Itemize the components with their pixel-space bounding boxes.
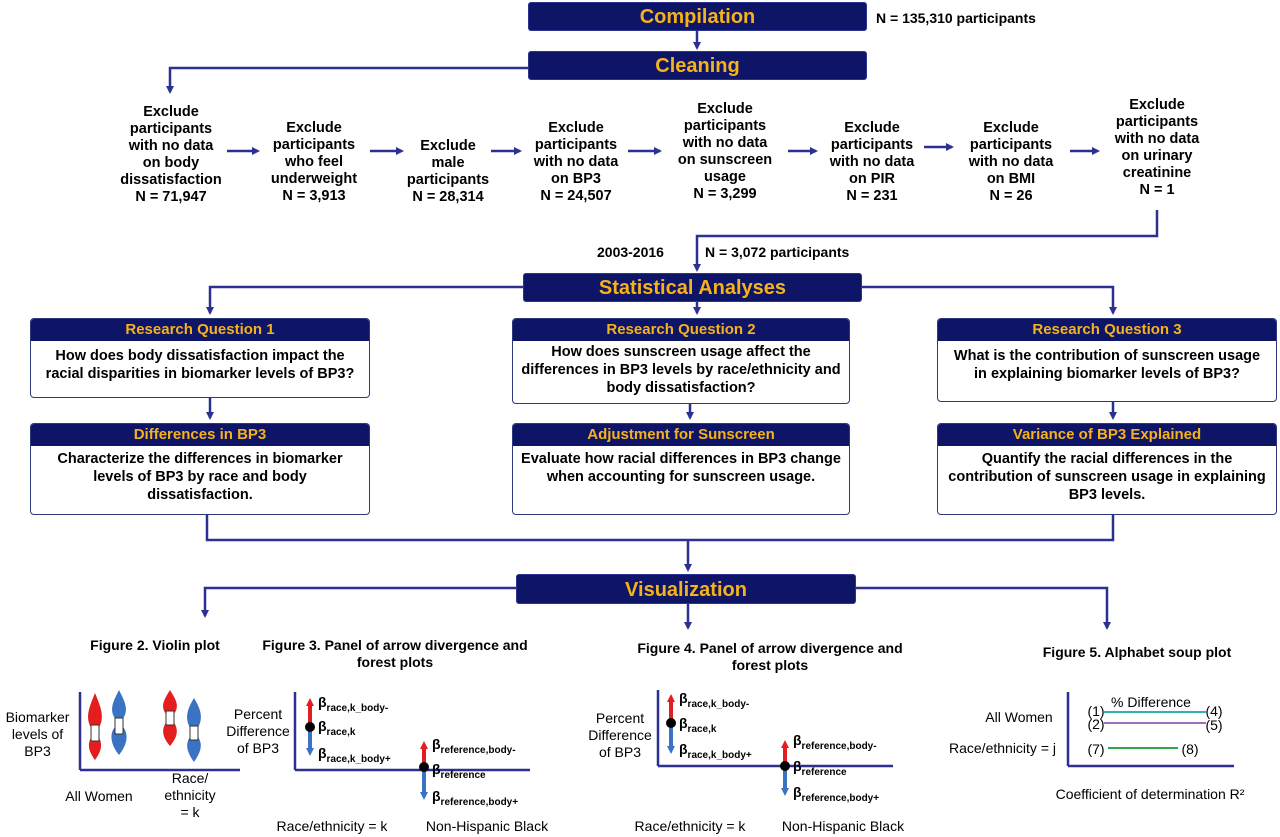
fig5-marker-7: (7) — [1087, 741, 1105, 757]
method3-text: Quantify the racial differences in the c… — [948, 451, 1266, 503]
research-question-3: Research Question 3 What is the contribu… — [937, 318, 1277, 402]
figure4-title: Figure 4. Panel of arrow divergence and … — [637, 640, 903, 673]
method-box-3: Variance of BP3 Explained Quantify the r… — [937, 423, 1277, 515]
fig5-row2: Race/ethnicity = j — [949, 740, 1056, 756]
fig2-x1: All Women — [65, 788, 133, 804]
rq2-question: How does sunscreen usage affect the diff… — [521, 344, 841, 396]
statistical-analyses-banner: Statistical Analyses — [523, 273, 862, 302]
figure2-title: Figure 2. Violin plot — [90, 637, 220, 653]
fig4-beta-ref-plus: βreference,body+ — [793, 784, 880, 804]
fig2-violin-plot — [78, 690, 240, 772]
fig4-beta-race-plus: βrace,k_body+ — [679, 741, 752, 761]
fig3-beta-ref-plus: βreference,body+ — [432, 788, 519, 808]
fig3-beta-race-minus: βrace,k_body- — [318, 694, 389, 714]
fig2-x2: Race/ ethnicity = k — [164, 770, 216, 820]
fig3-beta-ref-minus: βreference,body- — [432, 736, 516, 756]
fig4-x2: Non-Hispanic Black — [781, 818, 905, 834]
figure3-title: Figure 3. Panel of arrow divergence and … — [262, 637, 528, 670]
rq2-title: Research Question 2 — [513, 319, 849, 341]
fig4-beta-race-minus: βrace,k_body- — [679, 690, 750, 710]
method2-text: Evaluate how racial differences in BP3 c… — [521, 451, 841, 485]
method-box-2: Adjustment for Sunscreen Evaluate how ra… — [512, 423, 850, 515]
cleaning-banner: Cleaning — [528, 51, 867, 80]
compilation-banner: Compilation — [528, 2, 867, 31]
fig5-row1: All Women — [985, 709, 1053, 725]
method2-title: Adjustment for Sunscreen — [513, 424, 849, 446]
fig5-header: % Difference — [1111, 694, 1191, 710]
fig5-soup-plot — [1066, 692, 1234, 768]
fig3-ylabel: Percent Difference of BP3 — [226, 706, 290, 756]
fig5-marker-8: (8) — [1181, 741, 1199, 757]
research-question-1: Research Question 1 How does body dissat… — [30, 318, 370, 398]
fig4-beta-ref: βreference — [793, 758, 847, 778]
rq1-title: Research Question 1 — [31, 319, 369, 341]
research-question-2: Research Question 2 How does sunscreen u… — [512, 318, 850, 404]
fig2-ylabel: Biomarker levels of BP3 — [5, 709, 70, 759]
method1-text: Characterize the differences in biomarke… — [57, 451, 343, 503]
fig4-arrow-plot — [656, 690, 893, 796]
compilation-count: N = 135,310 participants — [876, 10, 1036, 26]
method3-title: Variance of BP3 Explained — [938, 424, 1276, 446]
fig3-beta-race: βrace,k — [318, 718, 356, 738]
fig3-x2: Non-Hispanic Black — [425, 818, 549, 834]
rq3-title: Research Question 3 — [938, 319, 1276, 341]
figure5-title: Figure 5. Alphabet soup plot — [1042, 644, 1232, 660]
fig4-ylabel: Percent Difference of BP3 — [588, 710, 652, 760]
fig3-arrow-plot — [293, 692, 530, 800]
fig5-marker-1: (1) — [1087, 703, 1105, 719]
fig5-marker-4: (4) — [1205, 703, 1223, 719]
rq3-question: What is the contribution of sunscreen us… — [953, 348, 1261, 382]
fig3-beta-ref: βreference — [432, 761, 486, 781]
fig5-marker-2: (2) — [1087, 716, 1105, 732]
fig5-marker-5: (5) — [1205, 717, 1223, 733]
rq1-question: How does body dissatisfaction impact the… — [45, 348, 355, 382]
year-range: 2003-2016 — [597, 244, 664, 260]
fig3-beta-race-plus: βrace,k_body+ — [318, 745, 391, 765]
fig5-xlabel: Coefficient of determination R² — [1055, 786, 1245, 802]
fig4-beta-ref-minus: βreference,body- — [793, 732, 877, 752]
fig3-x1: Race/ethnicity = k — [276, 818, 388, 834]
method-box-1: Differences in BP3 Characterize the diff… — [30, 423, 370, 515]
method1-title: Differences in BP3 — [31, 424, 369, 446]
fig4-beta-race: βrace,k — [679, 715, 717, 735]
final-count: N = 3,072 participants — [705, 244, 850, 260]
fig4-x1: Race/ethnicity = k — [634, 818, 746, 834]
visualization-banner: Visualization — [516, 574, 856, 604]
